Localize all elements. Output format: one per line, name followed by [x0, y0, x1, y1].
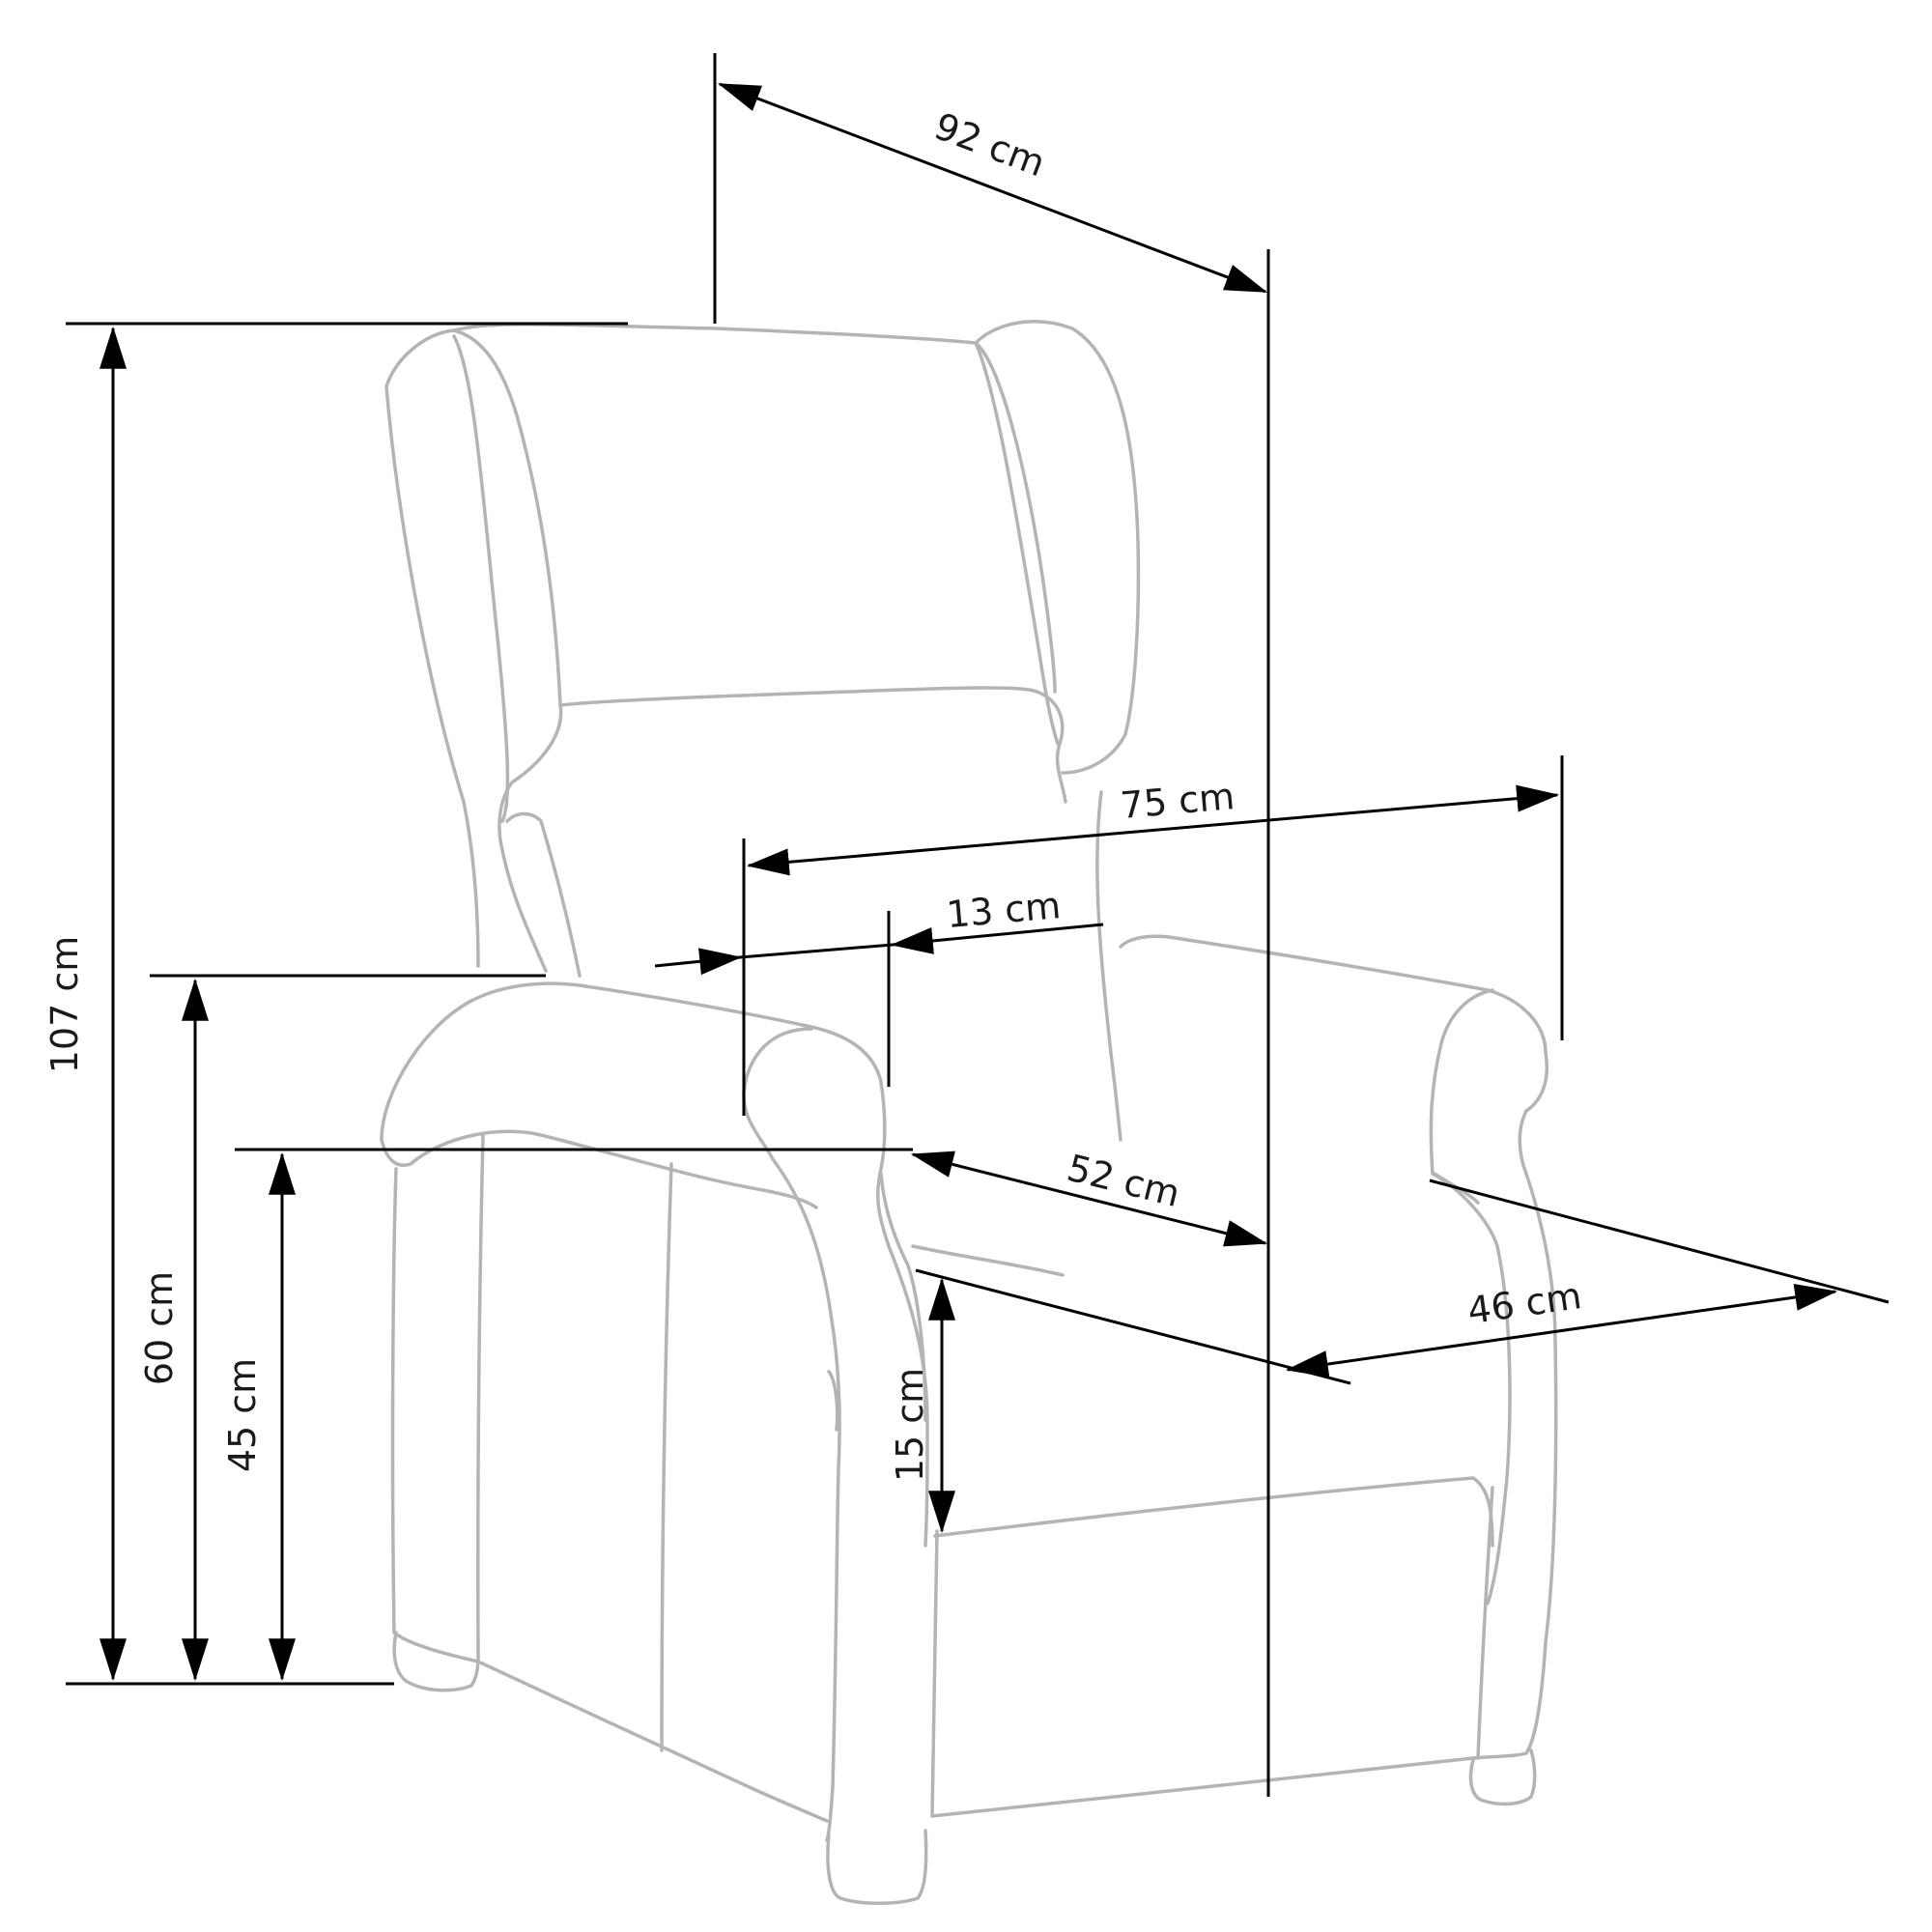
recliner-chair-outline — [380, 320, 1558, 1905]
base-bottom-right — [930, 1751, 1528, 1818]
left-armrest-underside — [380, 1129, 818, 1209]
ext-line-seat-depth-left — [915, 1268, 1351, 1385]
backrest — [452, 322, 1057, 694]
label-footrest-height: 15 cm — [889, 1368, 931, 1482]
label-seat-width: 52 cm — [1063, 1147, 1183, 1215]
ext-line-seat-depth-right — [1429, 1179, 1889, 1304]
left-wing-front — [497, 703, 563, 973]
right-wing — [974, 320, 1141, 775]
right-armrest-front — [1429, 988, 1494, 1176]
dim-seat-width — [910, 1151, 1268, 1247]
left-side-inner — [476, 1133, 485, 1659]
dim-armrest-width-span — [739, 943, 894, 959]
label-seat-height: 45 cm — [221, 1358, 264, 1472]
dimension-labels: 92 cm 107 cm 60 cm 45 cm 75 cm 13 cm 52 … — [43, 104, 1584, 1482]
right-armrest-side — [1431, 1172, 1512, 1605]
foot-front-right — [1468, 1748, 1537, 1806]
left-armrest-front-lower — [879, 1172, 927, 1422]
footrest-top — [933, 1476, 1494, 1548]
right-armrest — [1119, 934, 1558, 1755]
left-side-body — [390, 1167, 398, 1634]
foot-front-left — [826, 1829, 928, 1905]
label-overall-height: 107 cm — [43, 936, 86, 1074]
dimension-lines — [66, 53, 1889, 1797]
footrest-bottom — [930, 1529, 939, 1818]
seat-cushion-top — [558, 686, 1067, 804]
label-armrest-height: 60 cm — [138, 1271, 181, 1385]
left-wing — [384, 328, 480, 968]
foot-back-left — [392, 1631, 480, 1692]
footrest-right-side — [1476, 1486, 1494, 1760]
label-armrest-width: 13 cm — [945, 884, 1063, 936]
label-seat-depth: 46 cm — [1465, 1274, 1584, 1332]
left-inner-side — [505, 811, 582, 978]
seat-front-top — [911, 1244, 1065, 1277]
left-side-panel-line — [660, 1162, 673, 1752]
dim-total-depth — [746, 784, 1560, 876]
dim-armrest-width-right-arrow — [890, 923, 1104, 954]
right-wing-inner — [974, 341, 1060, 746]
base-bottom-left — [392, 1631, 829, 1823]
dim-overall-width — [717, 82, 1268, 294]
dim-seat-depth — [1285, 1284, 1838, 1378]
seat-left-corner — [827, 1370, 839, 1432]
label-total-depth: 75 cm — [1119, 775, 1236, 827]
back-cushion-lower — [1095, 790, 1122, 1142]
dim-armrest-width-left-arrow — [654, 948, 743, 976]
left-armrest-roll — [876, 1080, 929, 1548]
left-armrest-top — [380, 981, 883, 1142]
left-wing-inner — [452, 334, 510, 823]
backrest-left-edge — [452, 328, 562, 707]
label-overall-width: 92 cm — [928, 104, 1050, 185]
